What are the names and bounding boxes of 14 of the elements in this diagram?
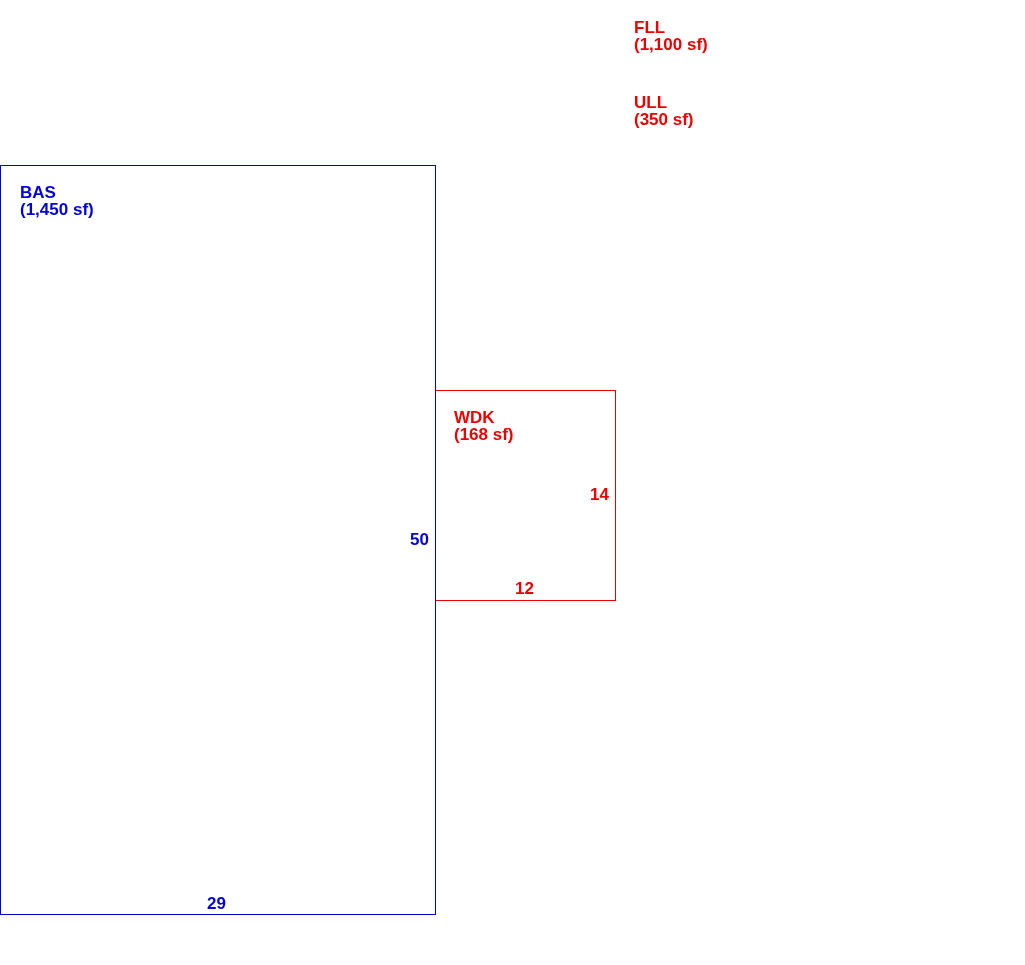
area-value: (1,100 sf) (634, 36, 708, 53)
area-value: (1,450 sf) (20, 201, 94, 218)
room-outline (0, 165, 436, 915)
dimension-label: 29 (207, 895, 226, 912)
area-value: (350 sf) (634, 111, 694, 128)
dimension-label: 12 (515, 580, 534, 597)
area-value: (168 sf) (454, 426, 514, 443)
dimension-label: 14 (590, 486, 609, 503)
room-code: BAS (20, 184, 56, 201)
area-label: FLL (634, 19, 666, 36)
dimension-label: 50 (410, 531, 429, 548)
room-code: WDK (454, 409, 495, 426)
room-outline (436, 390, 616, 601)
area-label: ULL (634, 94, 668, 111)
